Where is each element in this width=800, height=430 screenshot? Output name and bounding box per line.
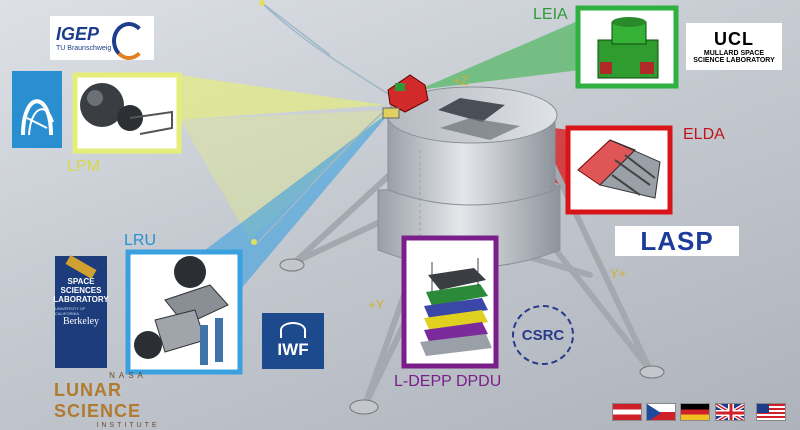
- antenna-tip: [259, 0, 265, 6]
- deck-panel: [440, 118, 520, 140]
- lru-label: LRU: [124, 232, 157, 249]
- lpm-label: LPM: [67, 158, 100, 175]
- nasa-lsi-mid: LUNAR SCIENCE: [54, 380, 142, 421]
- leia-instrument: [597, 17, 659, 79]
- axis-z-label: +Z: [453, 73, 469, 88]
- flag-austria: [612, 403, 642, 421]
- satellite-icon: [65, 255, 97, 279]
- iwf-globe-icon: [280, 322, 306, 338]
- csrc-logo: CSRC: [512, 305, 574, 365]
- csrc-logo-text: CSRC: [521, 326, 565, 344]
- ssl-line-3: LABORATORY: [53, 295, 109, 304]
- lru-instrument: [134, 256, 229, 365]
- elda-instrument: [577, 139, 661, 199]
- arch-logo: [12, 71, 62, 148]
- iwf-logo: IWF: [262, 313, 324, 369]
- leia-label: LEIA: [533, 6, 568, 23]
- flag-united-kingdom: [715, 403, 745, 421]
- igep-logo: IGEP TU Braunschweig: [50, 16, 154, 60]
- leia-beam: [418, 20, 580, 90]
- footpad: [349, 399, 379, 415]
- ldepp-instrument: [420, 258, 492, 356]
- igep-logo-sub: TU Braunschweig: [56, 45, 112, 52]
- flag-united-states: [756, 403, 786, 421]
- ssl-line-2: SCIENCES: [60, 286, 102, 295]
- flag-germany: [680, 403, 710, 421]
- footpad: [279, 258, 305, 272]
- deck-panel: [438, 98, 505, 122]
- antenna-wire: [254, 2, 391, 246]
- ucl-logo: UCL MULLARD SPACE SCIENCE LABORATORY: [686, 23, 782, 70]
- lpm-beam-lower: [180, 110, 392, 240]
- ucl-logo-sub1: MULLARD SPACE: [703, 50, 765, 57]
- ssl-logo: SPACE SCIENCES LABORATORY UNIVERSITY OF …: [53, 255, 109, 368]
- axis-y-minus-label: +Y: [368, 297, 385, 312]
- ssl-line-5: Berkeley: [62, 316, 100, 327]
- nasa-lsi-bot: INSTITUTE: [96, 422, 160, 429]
- flag-czech-republic: [646, 403, 676, 421]
- nasa-lsi-top: NASA: [109, 371, 147, 380]
- axis-y-plus-label: Y+: [610, 266, 627, 281]
- ucl-logo-sub2: SCIENCE LABORATORY: [693, 57, 775, 64]
- ssl-line-4: UNIVERSITY OF CALIFORNIA: [55, 306, 86, 316]
- lasp-logo-text: LASP: [640, 225, 714, 256]
- ssl-line-1: SPACE: [67, 277, 95, 286]
- antenna-tip-lower: [251, 239, 257, 245]
- igep-swoosh-icon: [112, 22, 146, 60]
- footpad: [639, 365, 665, 379]
- elda-label: ELDA: [683, 126, 725, 143]
- lpm-instrument: [80, 83, 173, 135]
- lpm-beam: [180, 75, 385, 120]
- lasp-logo: LASP: [615, 226, 739, 256]
- arch-icon: [21, 99, 54, 135]
- iwf-logo-text: IWF: [277, 340, 309, 359]
- ldepp-label: L-DEPP DPDU: [394, 373, 502, 390]
- ucl-logo-text: UCL: [714, 29, 754, 49]
- igep-logo-text: IGEP: [56, 24, 100, 44]
- nasa-lsi-logo: NASA LUNAR SCIENCE INSTITUTE: [54, 371, 202, 429]
